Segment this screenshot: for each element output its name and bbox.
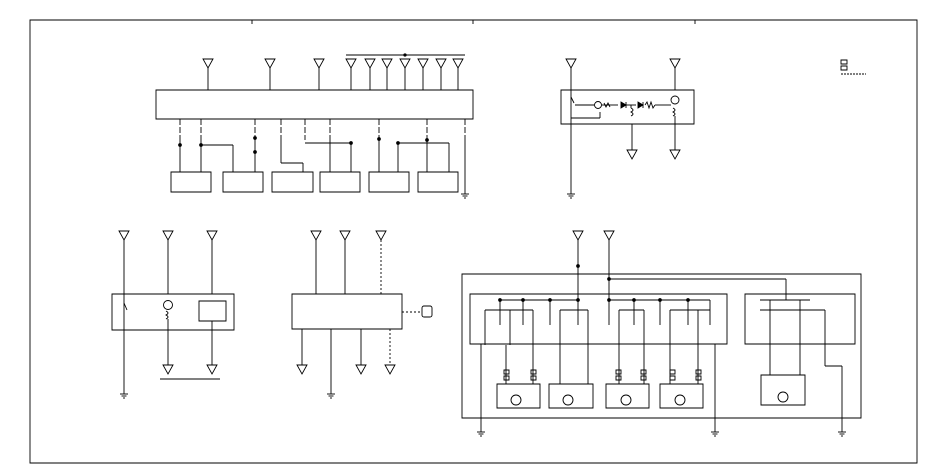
supply-terminal-icons	[203, 59, 463, 68]
connector-plug-icon	[422, 306, 432, 317]
ground-icon	[567, 194, 575, 198]
frame-ticks	[252, 20, 695, 24]
ground-icon	[838, 432, 846, 436]
switch-contacts	[485, 299, 710, 345]
combination-switch	[561, 59, 694, 198]
ground-icon	[477, 432, 485, 436]
middle-control-unit	[292, 231, 432, 398]
diagram-frame	[30, 20, 917, 463]
motor-icon	[549, 345, 593, 408]
ground-icon	[327, 394, 335, 398]
motor-icon	[761, 325, 805, 405]
ground-icon	[711, 432, 719, 436]
motor-icon	[660, 345, 703, 408]
left-switch-panel	[112, 231, 234, 398]
module-box	[156, 90, 473, 119]
ground-icon	[461, 194, 469, 198]
motor-icon	[497, 345, 540, 408]
control-module-top	[156, 54, 473, 198]
motor-icon	[606, 345, 649, 408]
connector-icons	[504, 370, 701, 380]
connector-legend-icon	[841, 60, 866, 74]
window-motor-assembly	[462, 231, 861, 436]
ground-icon	[120, 394, 128, 398]
